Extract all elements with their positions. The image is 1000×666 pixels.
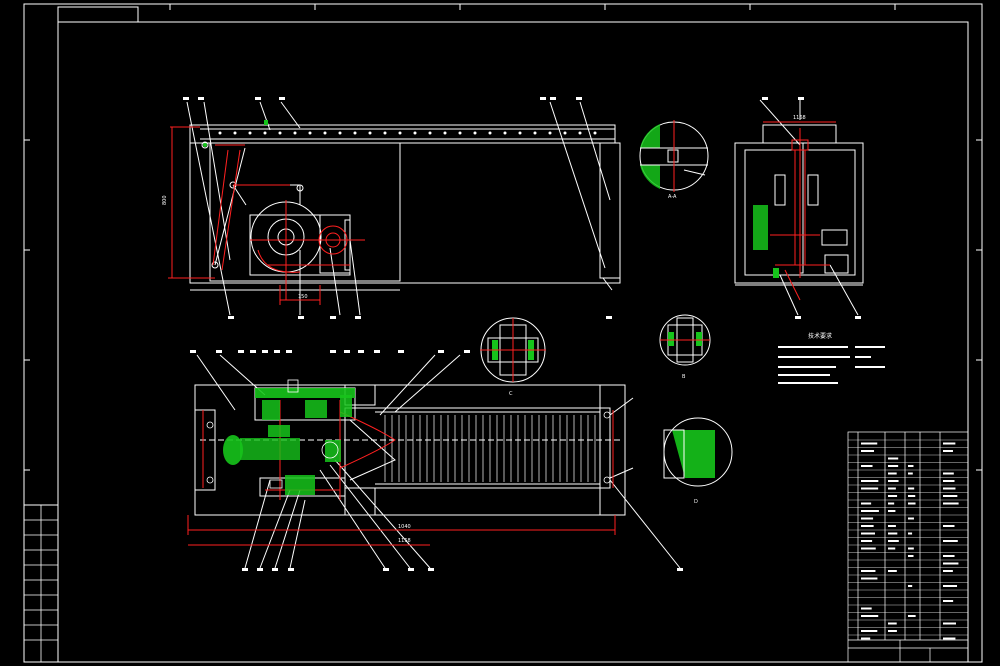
bom-cell-mark [908,465,913,467]
side-view-green [753,205,779,278]
bom-cell-mark [943,638,955,640]
bom-cell-mark [861,480,878,482]
left-side-table [24,505,58,662]
bom-cell-mark [861,533,875,535]
bom-cell-mark [861,615,878,617]
bom-cell-mark [888,570,897,572]
bom-cell-mark [888,623,897,625]
detail-a-label: A-A [668,194,677,200]
bom-cell-mark [908,555,914,557]
bom-cell-mark [861,570,875,572]
bom-rows [848,440,968,640]
bom-cell-mark [943,600,953,602]
bom-cell-mark [943,570,953,572]
bom-cell-mark [888,630,897,632]
bom-cell-mark [943,525,954,527]
plan-slats [385,415,595,482]
bom-cell-mark [888,525,896,527]
bom-cell-mark [943,488,955,490]
detail-b: B [660,315,710,380]
chain-links [219,132,597,135]
bom-cell-mark [861,525,874,527]
bom-cell-mark [861,608,872,610]
bom-cell-mark [861,443,877,445]
bom-cell-mark [943,495,957,497]
bom-cell-mark [861,488,878,490]
bom-cell-mark [943,585,957,587]
bom-cell-mark [943,473,954,475]
plan-view [195,355,680,568]
detail-a: A-A [640,120,708,200]
balloon-ticks [183,97,861,571]
bom-cell-mark [888,488,896,490]
bom-cell-mark [888,503,894,505]
bom-cell-mark [908,533,912,535]
bom-cell-mark [943,443,955,445]
bom-cell-mark [861,630,877,632]
bom-cell-mark [888,473,897,475]
bom-cell-mark [861,548,876,550]
bom-cell-mark [943,623,956,625]
front-view [187,102,620,315]
tech-requirements: 技术要求 [778,332,885,384]
bom-cell-mark [943,480,955,482]
bom-cell-mark [908,548,914,550]
detail-d: D [664,418,732,505]
dim-plan-1: 1040 [398,524,411,530]
bom-cell-mark [908,518,914,520]
bom-cell-mark [943,563,958,565]
bom-cell-mark [888,540,899,542]
bom-cell-mark [888,458,898,460]
detail-b-label: B [682,374,686,380]
bom-cell-mark [861,518,873,520]
dim-side-width: 1168 [793,115,806,121]
plan-view-green [223,388,355,495]
bom-cell-mark [861,638,870,640]
bom-cell-mark [861,540,872,542]
bom-cell-mark [888,533,897,535]
bom-cell-mark [861,465,873,467]
tech-requirements-title: 技术要求 [808,332,832,340]
bom-cell-mark [908,503,916,505]
bom-cell-mark [888,465,898,467]
dim-front-height: 800 [162,195,168,205]
bom-cell-mark [943,450,953,452]
bom-cell-mark [908,615,916,617]
bom-cell-mark [943,503,959,505]
sheet-border [24,4,982,662]
detail-c-label: C [509,391,513,397]
bom-cell-mark [888,495,897,497]
bom-cell-mark [861,503,871,505]
bom-cell-mark [861,510,879,512]
bom-cell-mark [888,510,895,512]
detail-d-label: D [694,499,698,505]
dim-plan-2: 1158 [398,538,411,544]
bom-cell-mark [908,473,913,475]
bom-cell-mark [943,555,955,557]
bom-cell-mark [908,585,912,587]
bom-cell-mark [943,540,958,542]
dim-front-offset: 150 [298,294,308,300]
bom-cell-mark [908,488,914,490]
zone-ticks [24,4,982,470]
bom-cell-mark [861,450,874,452]
bom-cell-mark [861,578,877,580]
bom-cell-mark [888,548,895,550]
bom-cell-mark [908,495,915,497]
bom-cell-mark [888,480,899,482]
